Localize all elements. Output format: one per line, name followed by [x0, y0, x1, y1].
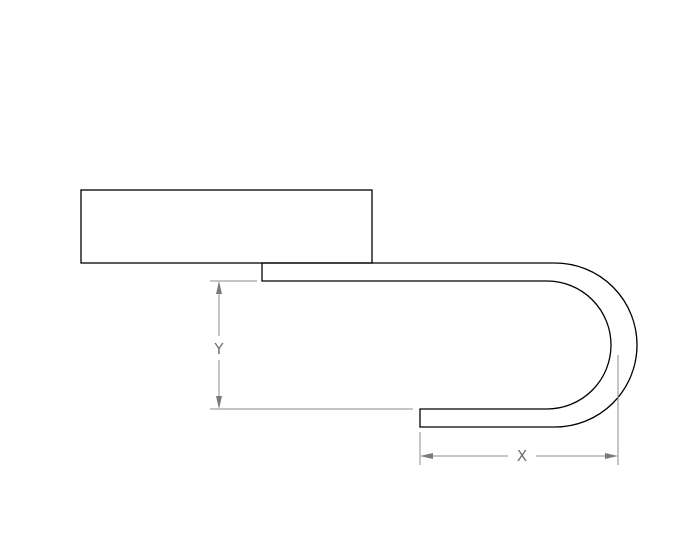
dimension-label-x: X	[517, 447, 527, 465]
arrowhead-y-top	[216, 281, 222, 294]
arrowhead-x-left	[420, 453, 433, 459]
mounting-block	[80, 189, 373, 264]
dimension-x: X	[419, 355, 619, 465]
arrowhead-x-right	[605, 453, 618, 459]
arrowhead-y-bottom	[216, 396, 222, 409]
dimension-y: Y	[210, 280, 413, 410]
hook-strip-outline	[261, 262, 638, 428]
dimension-label-y: Y	[213, 340, 224, 358]
